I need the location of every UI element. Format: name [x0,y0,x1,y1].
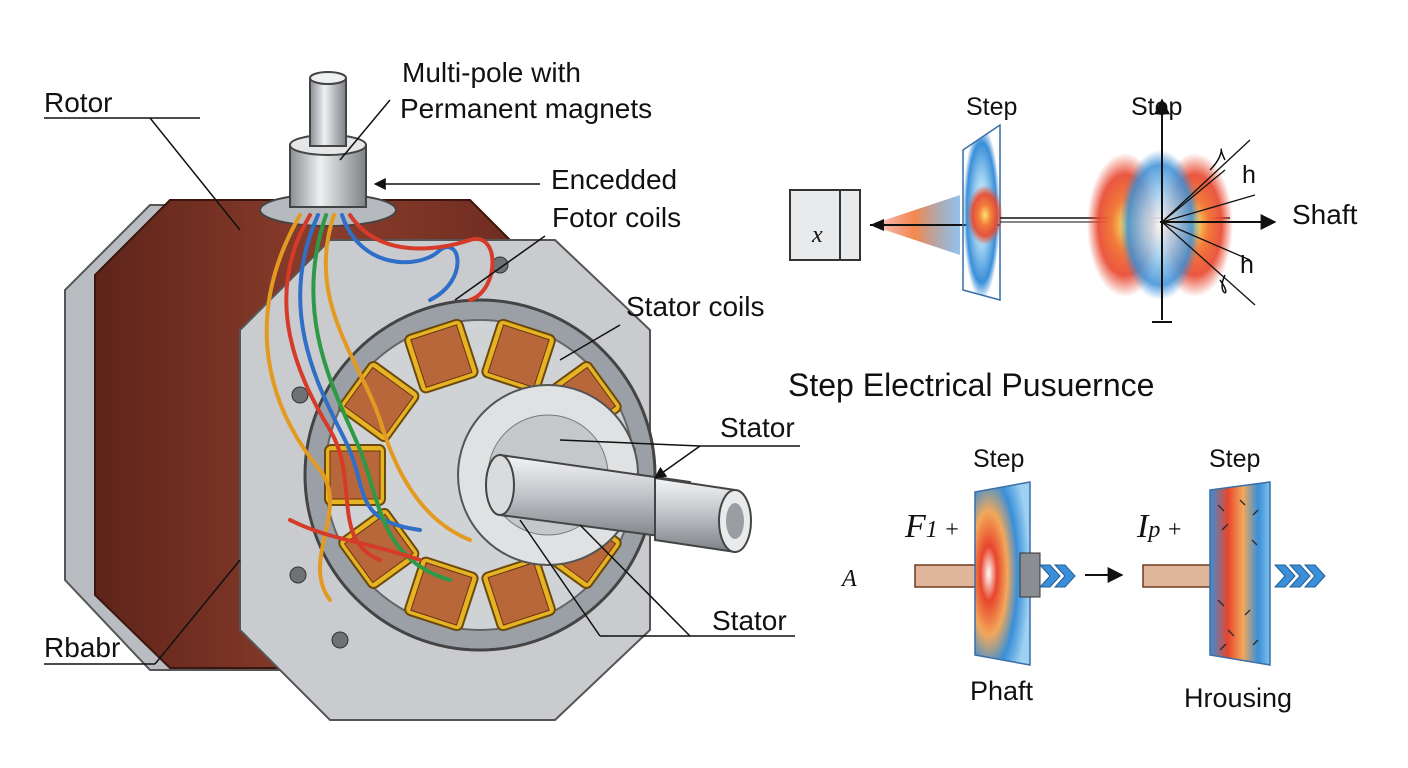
label-rbabr: Rbabr [44,632,121,663]
chevrons-left [1038,564,1076,588]
f-symbol-main: F [905,508,926,545]
fotor-coils-leader [454,235,546,301]
mount-hole [289,566,307,584]
top-shaft-encoder [259,71,397,227]
sequence-title: Step Electrical Pusuernce [788,367,1155,403]
label-rotor: Rotor [44,87,113,118]
i-symbol-main: I [1137,508,1149,545]
stepper-motor-illustration [64,71,752,721]
label-x-symbol: x [812,222,823,248]
label-stator-coils: Stator coils [626,291,765,322]
lower-curl [1219,274,1227,294]
load-block [789,189,861,261]
mount-hole [291,386,309,404]
label-phaft: Phaft [970,676,1034,706]
i-symbol-sub: p + [1148,517,1183,543]
label-step-bottom-right: Step [1209,445,1261,473]
label-step-bottom-left: Step [973,445,1025,473]
label-h-upper: h [1242,161,1256,189]
f-symbol-sub: 1 + [925,517,960,543]
label-a-symbol: A [842,566,857,592]
label-stator-lower: Stator [712,605,787,636]
output-shaft [485,453,752,554]
beam-arrowhead [870,219,884,231]
wiring-harness [264,213,495,602]
stator-lower-leader [519,519,601,637]
panel-right-markings [1217,499,1259,651]
label-i-symbol: Ip + [1137,508,1183,545]
label-shaft: Shaft [1292,199,1358,230]
panel-left-connector [1019,552,1041,598]
step-field-diagram [789,98,1277,323]
label-step-top-left: Step [966,93,1018,121]
step-sequence-diagram [914,481,1326,666]
label-step-top-right: Step [1131,93,1183,121]
stator-upper-leader [654,445,701,479]
sequence-panel-right [1209,481,1271,666]
label-multipole-line2: Permanent magnets [400,93,653,124]
label-hrousing: Hrousing [1184,683,1293,713]
label-h-lower: h [1240,251,1254,279]
stator-upper-leader-2 [559,439,701,447]
mount-hole [331,631,349,649]
field-blue-core [1120,150,1200,300]
panel-left-hotspot [967,185,1003,245]
motor-leader-lines [44,99,800,665]
label-f-symbol: F1 + [905,508,960,545]
label-fotor-coils: Fotor coils [552,202,682,233]
upper-curl [1209,148,1226,171]
stator-coils-leader [559,324,621,361]
stator-lower-leader-2 [579,524,691,637]
label-multipole-line1: Multi-pole with [402,57,581,88]
rotor-leader [149,117,241,231]
label-encedded: Encedded [551,164,678,195]
sequence-panel-left [974,481,1031,666]
chevrons-right [1273,564,1326,588]
rbabr-leader [154,559,241,665]
radiating-lines [1161,139,1256,306]
label-stator-upper: Stator [720,412,795,443]
multipole-leader [339,99,391,161]
